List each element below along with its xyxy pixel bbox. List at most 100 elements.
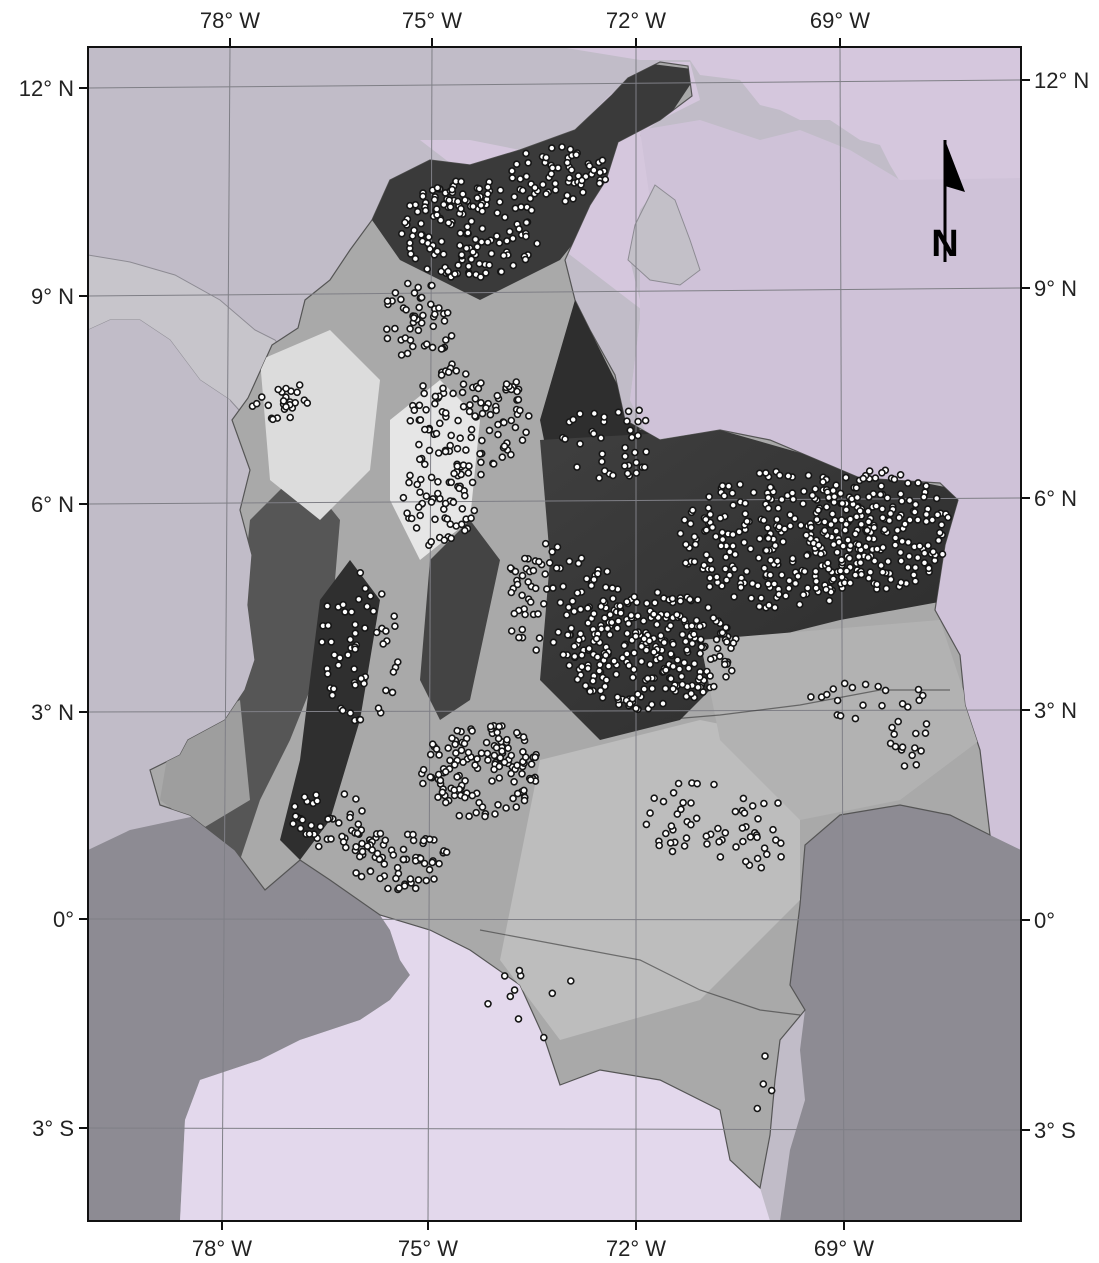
occurrence-point: [336, 654, 344, 662]
occurrence-point: [460, 739, 469, 748]
occurrence-point: [444, 368, 453, 377]
occurrence-point: [713, 644, 722, 653]
occurrence-point: [812, 584, 820, 592]
occurrence-point: [590, 166, 598, 174]
occurrence-point: [522, 218, 531, 227]
occurrence-point: [897, 497, 906, 505]
occurrence-point: [784, 472, 793, 480]
occurrence-point: [457, 204, 465, 213]
occurrence-point: [848, 683, 857, 692]
occurrence-point: [363, 842, 372, 851]
occurrence-point: [667, 674, 675, 683]
occurrence-point: [586, 687, 594, 696]
occurrence-point: [410, 289, 419, 297]
occurrence-point: [883, 494, 892, 502]
occurrence-point: [513, 580, 522, 589]
occurrence-point: [422, 876, 431, 885]
occurrence-point: [527, 206, 536, 215]
occurrence-point: [613, 693, 622, 702]
occurrence-point: [864, 517, 873, 526]
occurrence-point: [358, 807, 366, 815]
occurrence-point: [886, 575, 895, 584]
occurrence-point: [427, 473, 436, 482]
occurrence-point: [454, 416, 462, 425]
occurrence-point: [460, 491, 469, 500]
occurrence-point: [439, 250, 448, 258]
axis-ticks: [79, 38, 1030, 1230]
occurrence-point: [548, 547, 557, 556]
occurrence-point: [890, 475, 899, 484]
occurrence-point: [760, 799, 768, 808]
occurrence-point: [556, 598, 565, 607]
occurrence-point: [389, 668, 398, 676]
occurrence-point: [373, 849, 382, 858]
occurrence-point: [449, 389, 457, 398]
occurrence-point: [621, 452, 629, 461]
occurrence-point: [825, 596, 834, 605]
occurrence-point: [494, 800, 502, 809]
occurrence-point: [435, 304, 443, 312]
occurrence-point: [382, 627, 390, 635]
occurrence-point: [493, 391, 502, 400]
occurrence-point: [435, 419, 444, 428]
occurrence-point: [354, 820, 363, 829]
occurrence-point: [630, 665, 638, 674]
occurrence-point: [399, 845, 408, 854]
occurrence-point: [702, 526, 711, 534]
occurrence-point: [457, 251, 466, 259]
occurrence-point: [762, 850, 771, 859]
occurrence-point: [296, 824, 305, 833]
occurrence-point: [334, 819, 343, 827]
occurrence-point: [268, 415, 277, 424]
occurrence-point: [509, 261, 518, 270]
occurrence-point: [747, 594, 756, 603]
occurrence-point: [441, 798, 450, 807]
occurrence-point: [478, 207, 487, 215]
occurrence-point: [307, 821, 316, 830]
occurrence-point: [383, 334, 392, 343]
occurrence-point: [865, 493, 873, 501]
occurrence-point: [624, 619, 633, 628]
occurrence-point: [568, 597, 577, 606]
occurrence-point: [595, 667, 604, 675]
occurrence-point: [785, 576, 794, 585]
occurrence-point: [620, 462, 629, 470]
occurrence-point: [600, 413, 609, 421]
occurrence-point: [703, 840, 711, 848]
occurrence-point: [623, 597, 631, 606]
occurrence-point: [471, 235, 480, 244]
occurrence-point: [460, 526, 469, 535]
occurrence-point: [428, 343, 437, 352]
occurrence-point: [759, 516, 768, 525]
occurrence-point: [494, 430, 502, 439]
occurrence-point: [655, 841, 664, 850]
occurrence-point: [565, 661, 574, 670]
occurrence-point: [677, 805, 685, 814]
occurrence-point: [381, 836, 390, 845]
occurrence-point: [846, 515, 855, 524]
occurrence-point: [431, 392, 440, 401]
occurrence-point: [516, 175, 525, 183]
occurrence-point: [686, 519, 695, 528]
right-label-0: 0°: [1034, 908, 1055, 933]
occurrence-point: [680, 516, 689, 524]
occurrence-point: [661, 829, 670, 838]
occurrence-point: [461, 370, 470, 378]
occurrence-point: [656, 654, 665, 662]
occurrence-point: [817, 550, 825, 558]
occurrence-point: [632, 469, 641, 477]
occurrence-point: [430, 195, 439, 204]
left-label-3s: 3° S: [32, 1116, 74, 1141]
occurrence-point: [413, 207, 422, 216]
occurrence-point: [690, 532, 699, 541]
occurrence-point: [351, 645, 360, 654]
occurrence-point: [507, 627, 516, 635]
occurrence-point: [417, 293, 426, 302]
occurrence-point: [676, 529, 685, 538]
occurrence-point: [718, 481, 727, 490]
occurrence-point: [712, 635, 721, 644]
occurrence-point: [722, 623, 730, 632]
top-label-75w: 75° W: [402, 8, 462, 33]
occurrence-point: [704, 504, 713, 512]
occurrence-point: [419, 765, 428, 774]
